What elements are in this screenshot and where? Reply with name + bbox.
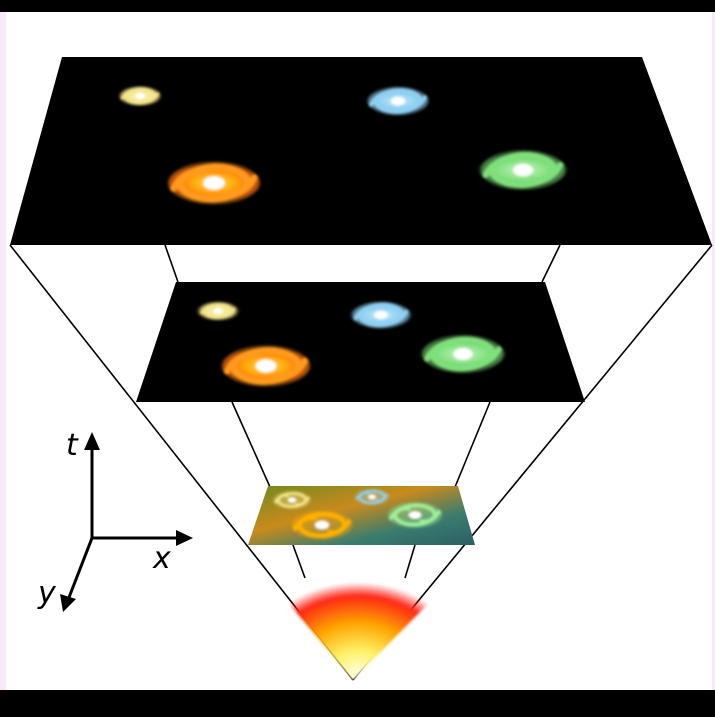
top-black-bar <box>0 0 715 12</box>
y-axis-line <box>66 537 94 601</box>
bottom-black-bar <box>0 690 715 717</box>
big-bang-fireball <box>284 557 432 680</box>
x-axis-arrowhead <box>176 530 193 546</box>
t-axis-label: t <box>66 428 79 463</box>
coordinate-axes <box>60 432 193 612</box>
middle-universe-slice <box>136 282 585 402</box>
early-universe-slice <box>248 486 475 545</box>
x-axis-label: x <box>152 541 171 576</box>
y-axis-label: y <box>37 576 57 611</box>
y-axis-arrowhead <box>60 594 76 612</box>
t-axis-arrowhead <box>84 432 100 450</box>
present-universe-slice <box>10 57 712 245</box>
